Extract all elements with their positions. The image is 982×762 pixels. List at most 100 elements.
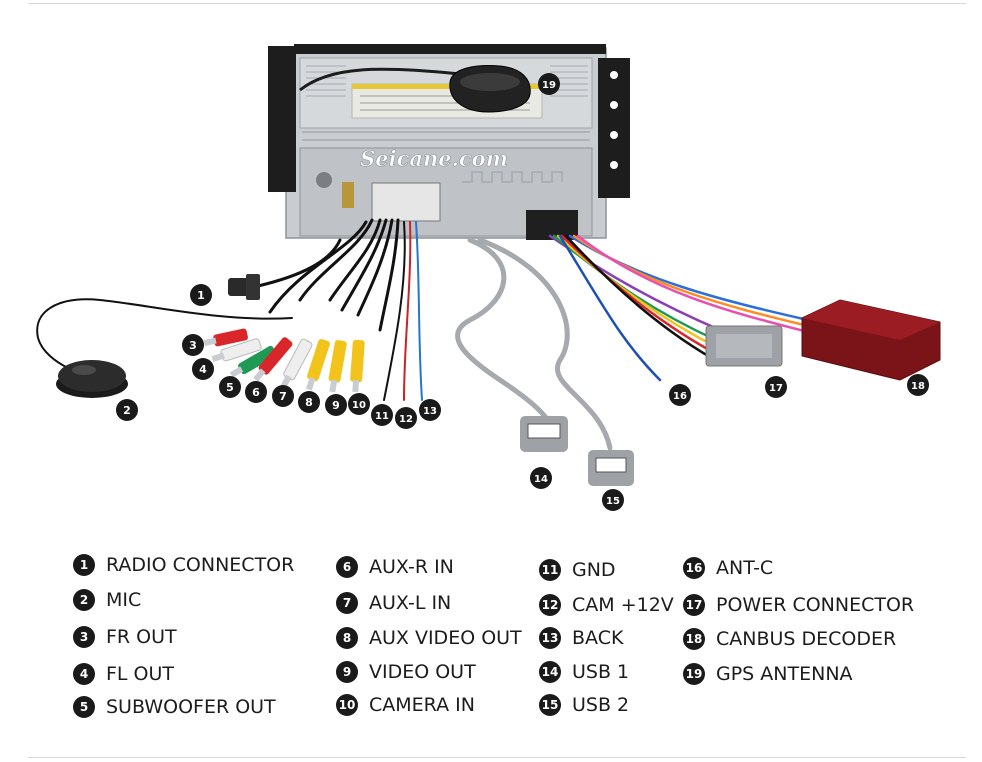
gps-antenna (299, 65, 531, 113)
legend-number: 18 (683, 628, 705, 650)
legend-number: 14 (539, 661, 561, 683)
svg-text:5: 5 (226, 381, 234, 394)
legend-label: GPS ANTENNA (716, 663, 853, 685)
legend-label: USB 2 (572, 694, 630, 716)
legend-label: BACK (572, 627, 624, 649)
legend-number: 16 (683, 557, 705, 579)
legend-number: 2 (73, 589, 95, 611)
legend-item-usb-1: 14 USB 1 (539, 659, 629, 685)
rca-plugs (203, 328, 365, 393)
legend-number: 3 (73, 626, 95, 648)
legend-item-aux-l-in: 7 AUX-L IN (336, 590, 451, 616)
legend-number: 1 (73, 554, 95, 576)
svg-text:10: 10 (352, 400, 366, 411)
legend-number: 10 (336, 694, 358, 716)
callout-10: 10 (348, 393, 370, 415)
legend-item-fr-out: 3 FR OUT (73, 624, 177, 650)
legend-label: GND (572, 559, 616, 581)
legend-label: AUX VIDEO OUT (369, 627, 522, 649)
callout-9: 9 (325, 394, 347, 416)
legend-item-gnd: 11 GND (539, 557, 616, 583)
legend-number: 9 (336, 661, 358, 683)
brand-watermark: Seicane.com (360, 146, 508, 171)
radio-connector (228, 274, 260, 300)
callout-13: 13 (419, 399, 441, 421)
svg-text:15: 15 (606, 496, 620, 507)
callout-8: 8 (298, 391, 320, 413)
legend-item-mic: 2 MIC (73, 587, 141, 613)
svg-text:12: 12 (399, 414, 413, 425)
legend-label: CANBUS DECODER (716, 628, 897, 650)
svg-text:6: 6 (252, 386, 260, 399)
svg-text:9: 9 (332, 399, 340, 412)
legend-number: 13 (539, 627, 561, 649)
canbus-box (801, 299, 941, 381)
legend-label: FL OUT (106, 663, 175, 685)
svg-text:11: 11 (375, 411, 389, 422)
legend-item-gps-antenna: 19 GPS ANTENNA (683, 661, 853, 687)
legend-number: 8 (336, 627, 358, 649)
usb-2-plug (588, 450, 634, 486)
legend-label: USB 1 (572, 661, 630, 683)
callout-16: 16 (669, 384, 691, 406)
legend-number: 6 (336, 556, 358, 578)
svg-text:8: 8 (305, 396, 313, 409)
legend-label: CAM +12V (572, 594, 674, 616)
callout-12: 12 (395, 407, 417, 429)
legend-label: POWER CONNECTOR (716, 594, 915, 616)
callout-15: 15 (602, 489, 624, 511)
legend-number: 11 (539, 559, 561, 581)
svg-text:16: 16 (673, 391, 687, 402)
usb-1-plug (520, 416, 568, 452)
callout-6: 6 (245, 381, 267, 403)
legend-item-subwoofer-out: 5 SUBWOOFER OUT (73, 694, 276, 720)
legend-label: MIC (106, 589, 142, 611)
legend-number: 12 (539, 594, 561, 616)
wiring-diagram: Seicane.com (36, 44, 941, 511)
legend-number: 5 (73, 696, 95, 718)
legend-label: FR OUT (106, 626, 177, 648)
callout-14: 14 (530, 467, 552, 489)
legend-item-back: 13 BACK (539, 625, 623, 651)
callout-4: 4 (192, 358, 214, 380)
power-connector (705, 325, 783, 367)
mic-puck (56, 360, 128, 398)
svg-text:1: 1 (197, 289, 205, 302)
legend-number: 4 (73, 663, 95, 685)
legend-item-aux-r-in: 6 AUX-R IN (336, 554, 454, 580)
svg-text:2: 2 (123, 404, 131, 417)
legend-label: RADIO CONNECTOR (106, 554, 295, 576)
legend-item-cam-12v: 12 CAM +12V (539, 592, 674, 618)
legend-item-canbus-decoder: 18 CANBUS DECODER (683, 626, 896, 652)
power-harness (548, 234, 810, 382)
svg-text:7: 7 (279, 390, 287, 403)
legend-number: 15 (539, 694, 561, 716)
legend-label: CAMERA IN (369, 694, 475, 716)
svg-text:13: 13 (423, 406, 437, 417)
legend-item-ant-c: 16 ANT-C (683, 555, 773, 581)
legend-label: ANT-C (716, 557, 774, 579)
callout-badges: 1 2 3 4 5 6 7 8 9 10 11 12 13 14 15 16 1… (116, 73, 929, 511)
svg-text:19: 19 (542, 80, 556, 91)
callout-3: 3 (182, 334, 204, 356)
callout-17: 17 (765, 376, 787, 398)
callout-1: 1 (190, 284, 212, 306)
legend-label: SUBWOOFER OUT (106, 696, 276, 718)
callout-5: 5 (219, 376, 241, 398)
callout-11: 11 (371, 404, 393, 426)
callout-18: 18 (907, 374, 929, 396)
svg-text:4: 4 (199, 363, 207, 376)
legend-item-power-connector: 17 POWER CONNECTOR (683, 592, 914, 618)
svg-text:14: 14 (534, 474, 548, 485)
legend-item-aux-video-out: 8 AUX VIDEO OUT (336, 625, 522, 651)
legend-number: 19 (683, 663, 705, 685)
legend-item-usb-2: 15 USB 2 (539, 692, 629, 718)
callout-7: 7 (272, 385, 294, 407)
legend-item-video-out: 9 VIDEO OUT (336, 659, 476, 685)
legend-item-radio-connector: 1 RADIO CONNECTOR (73, 552, 294, 578)
legend-label: VIDEO OUT (369, 661, 476, 683)
svg-text:3: 3 (189, 339, 197, 352)
usb-cables (455, 237, 613, 451)
top-divider (28, 3, 966, 4)
callout-19: 19 (538, 73, 560, 95)
